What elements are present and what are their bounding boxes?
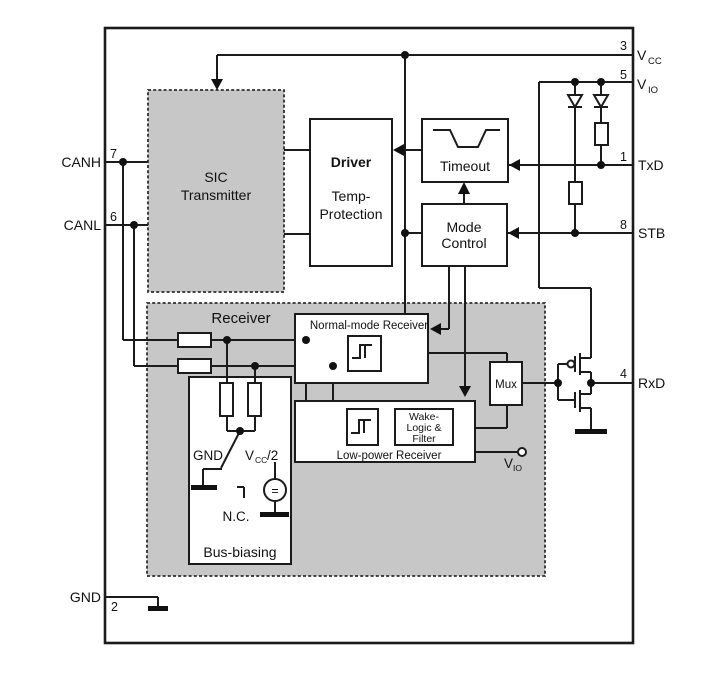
arrow-into-timeout xyxy=(509,159,520,171)
dc-source-symbol: = xyxy=(271,484,278,498)
vio-terminal-wire xyxy=(475,447,527,457)
bias-switch-blade xyxy=(220,430,241,469)
driver-title: Driver xyxy=(331,154,372,170)
sic-driver-wires xyxy=(284,149,310,235)
mode-control-block xyxy=(421,203,508,267)
stb-pullup-branch xyxy=(566,82,584,233)
ground-bar xyxy=(260,512,289,517)
mode-control-wires xyxy=(441,194,466,386)
wake-logic-filter-block xyxy=(394,408,454,446)
pin-label-canl: CANL xyxy=(64,217,102,233)
bias-gnd-label: GND xyxy=(193,448,223,463)
arrow-into-low-power xyxy=(459,386,471,397)
chip-outline xyxy=(103,26,635,645)
vio-rail-wire xyxy=(538,81,633,356)
arrow-mode-to-timeout xyxy=(458,182,470,194)
mux-label: Mux xyxy=(495,379,517,391)
low-power-receiver-label: Low-power Receiver xyxy=(337,450,442,462)
nc-label: N.C. xyxy=(223,509,250,524)
bias-resistor-right xyxy=(247,382,262,417)
vio-terminal-circle xyxy=(517,447,527,457)
driver-sub-1: Temp- xyxy=(332,188,371,204)
pin-number-canl: 6 xyxy=(110,210,117,224)
vcc-half-source-circle xyxy=(263,478,287,502)
low-power-hysteresis-block xyxy=(346,408,379,446)
pin-number-gnd: 2 xyxy=(111,600,118,614)
canl-series-resistor xyxy=(177,358,212,374)
vio-terminal-label: V xyxy=(504,456,513,471)
vcc-rail-wire xyxy=(216,54,633,314)
pin-number-rxd: 4 xyxy=(620,367,627,381)
bus-biasing-network xyxy=(191,340,289,517)
gnd-pin-wire xyxy=(105,596,168,611)
bias-vcc-half-sub: CC xyxy=(255,455,267,465)
hysteresis-icon xyxy=(351,419,371,434)
mux-block xyxy=(489,361,523,406)
arrow-into-driver xyxy=(393,144,404,156)
pin-label-vio: V xyxy=(637,76,647,92)
pin-number-txd: 1 xyxy=(620,150,627,164)
ground-bar xyxy=(191,485,217,490)
ground-bar xyxy=(148,606,168,611)
wake-label-1: Wake- xyxy=(409,411,439,423)
driver-sub-2: Protection xyxy=(319,206,382,222)
arrow-into-sic xyxy=(211,79,223,90)
arrow-into-normal-receiver xyxy=(430,323,441,335)
pin-label-rxd: RxD xyxy=(638,375,665,391)
bias-vcc-half-label: V xyxy=(245,448,254,463)
hysteresis-icon xyxy=(352,344,372,359)
pin-number-vio: 5 xyxy=(620,68,627,82)
txd-pullup-resistor xyxy=(594,122,609,146)
pmos-gate-bubble xyxy=(566,359,576,369)
ground-bar xyxy=(575,429,607,434)
timeout-waveform-icon xyxy=(433,129,500,148)
rxd-output-stage xyxy=(557,353,607,434)
nmos-transistor xyxy=(574,383,592,429)
sic-label-2: Transmitter xyxy=(181,187,252,203)
bias-resistor-left xyxy=(219,382,234,417)
sic-label-1: SIC xyxy=(204,169,227,185)
pmos-transistor xyxy=(574,353,592,383)
wake-label-3: Filter xyxy=(412,433,436,445)
timeout-label: Timeout xyxy=(440,158,490,174)
stb-pullup-resistor xyxy=(568,181,583,205)
pin-label-gnd: GND xyxy=(70,589,101,605)
canh-series-resistor xyxy=(177,332,212,348)
wake-label-2: Logic & xyxy=(406,422,441,434)
vio-terminal-sub: IO xyxy=(513,463,522,473)
bus-biasing-label: Bus-biasing xyxy=(203,544,276,560)
pin-label-txd: TxD xyxy=(638,157,664,173)
pin-number-canh: 7 xyxy=(110,147,117,161)
canl-wire xyxy=(105,224,348,374)
sic-transmitter-region xyxy=(147,89,285,293)
pin-label-vcc-sub: CC xyxy=(648,56,662,67)
receiver-region-label: Receiver xyxy=(211,310,270,327)
junction-dots xyxy=(119,51,605,435)
pin-label-canh: CANH xyxy=(61,154,101,170)
pin-number-stb: 8 xyxy=(620,218,627,232)
mode-control-label-1: Mode xyxy=(446,219,481,235)
mode-control-label-2: Control xyxy=(441,235,486,251)
pin-number-vcc: 3 xyxy=(620,39,627,53)
pin-label-stb: STB xyxy=(638,225,665,241)
bias-vcc-half-suffix: /2 xyxy=(267,448,278,463)
arrow-into-mode-control xyxy=(508,227,519,239)
normal-mode-receiver-label: Normal-mode Receiver xyxy=(310,320,428,332)
driver-block xyxy=(309,118,393,267)
nc-contact xyxy=(237,486,245,498)
pin-label-vcc: V xyxy=(637,47,647,63)
txd-pullup-branch xyxy=(592,82,610,165)
pin-label-vio-sub: IO xyxy=(648,85,658,96)
